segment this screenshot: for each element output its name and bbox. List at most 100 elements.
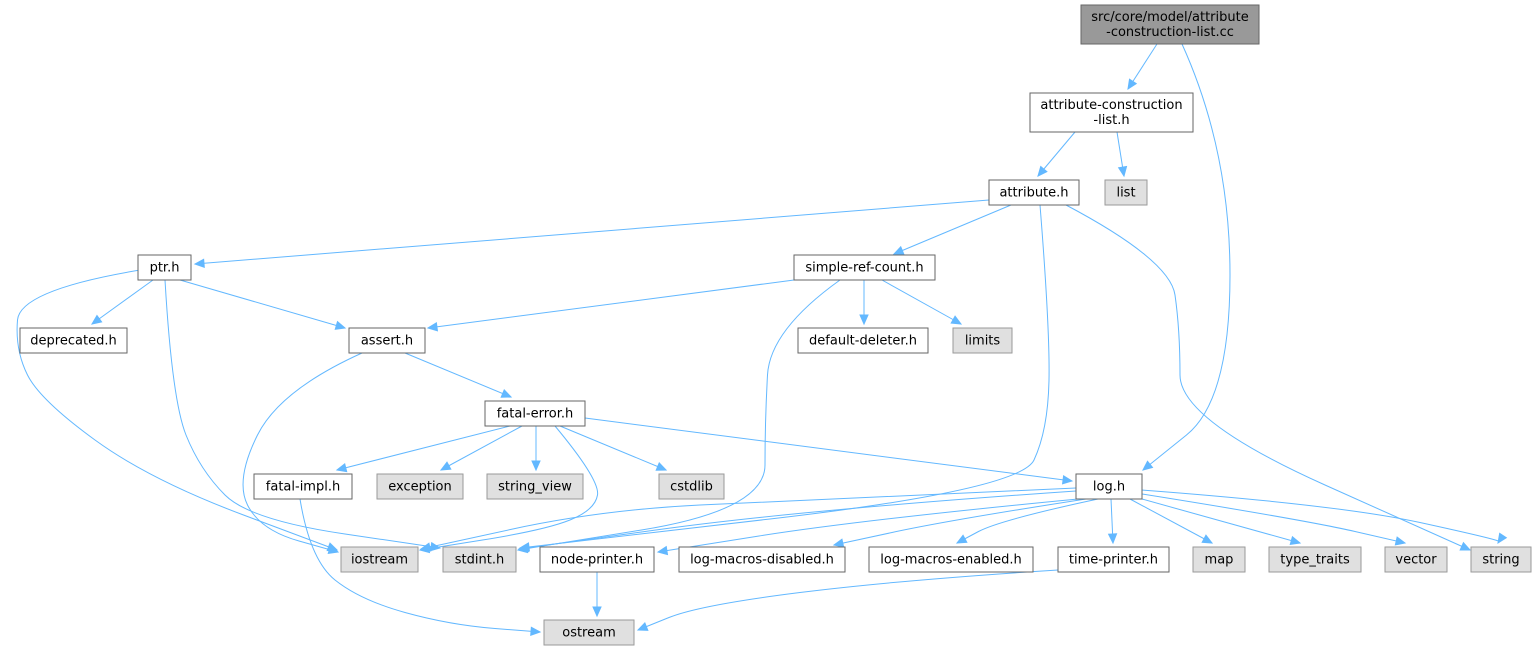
node-simple-ref-count-h[interactable]: simple-ref-count.h bbox=[793, 254, 936, 281]
node-log-macros-enabled-h[interactable]: log-macros-enabled.h bbox=[868, 546, 1034, 573]
arrow-head-icon bbox=[859, 314, 869, 326]
arrow-head-icon bbox=[1061, 475, 1074, 485]
node-box bbox=[484, 400, 586, 427]
node-box bbox=[1192, 546, 1246, 573]
node-box bbox=[1075, 473, 1143, 500]
arrow-head-icon bbox=[335, 463, 348, 473]
node-box bbox=[952, 327, 1013, 354]
arrow-head-icon bbox=[530, 626, 542, 637]
arrow-head-icon bbox=[1497, 532, 1508, 545]
edge-line bbox=[420, 487, 1077, 550]
edge-ptr_h-to-assert_h bbox=[179, 279, 347, 330]
edge-log_h-to-map bbox=[1129, 498, 1214, 544]
node-label: exception bbox=[388, 480, 452, 495]
edge-line bbox=[91, 279, 154, 325]
node-box bbox=[1029, 92, 1194, 133]
edge-fatal_error_h-to-exception bbox=[439, 425, 523, 471]
arrow-head-icon bbox=[592, 606, 602, 618]
arrow-head-icon bbox=[419, 542, 432, 552]
node-ostream: ostream bbox=[543, 619, 635, 646]
node-label: simple-ref-count.h bbox=[805, 261, 923, 276]
arrow-head-icon bbox=[832, 538, 845, 548]
arrow-head-icon bbox=[656, 545, 669, 556]
node-deprecated-h[interactable]: deprecated.h bbox=[19, 327, 128, 354]
node-label: attribute-construction bbox=[1040, 98, 1182, 113]
edge-fatal_error_h-to-string_view bbox=[531, 426, 541, 472]
edge-line bbox=[1129, 498, 1213, 544]
node-list: list bbox=[1104, 179, 1148, 206]
edge-fatal_error_h-to-log_h bbox=[584, 417, 1074, 485]
node-fatal-impl-h[interactable]: fatal-impl.h bbox=[253, 473, 353, 500]
node-log-h[interactable]: log.h bbox=[1075, 473, 1143, 500]
node-box bbox=[1057, 546, 1170, 573]
nodes-layer: src/core/model/attribute-construction-li… bbox=[19, 4, 1532, 646]
edge-log_h-to-iostream bbox=[419, 487, 1077, 552]
node-box bbox=[543, 619, 635, 646]
node-label: stdint.h bbox=[455, 553, 504, 568]
node-attribute-h[interactable]: attribute.h bbox=[988, 179, 1080, 206]
node-label: assert.h bbox=[361, 334, 413, 349]
node-acl-h[interactable]: attribute-construction-list.h bbox=[1029, 92, 1194, 133]
arrow-head-icon bbox=[1142, 460, 1154, 471]
node-box bbox=[797, 327, 929, 354]
edge-ptr_h-to-deprecated_h bbox=[91, 279, 154, 325]
arrow-head-icon bbox=[1037, 165, 1048, 177]
edge-line bbox=[956, 498, 1099, 544]
node-label: fatal-impl.h bbox=[266, 480, 340, 495]
node-label: attribute.h bbox=[999, 186, 1068, 201]
edge-log_h-to-log_macros_disabled_h bbox=[832, 498, 1087, 548]
edge-log_h-to-node_printer_h bbox=[656, 498, 1079, 556]
node-label: node-printer.h bbox=[551, 553, 643, 568]
node-label: map bbox=[1205, 553, 1234, 568]
node-label: log-macros-enabled.h bbox=[880, 553, 1021, 568]
node-label: ptr.h bbox=[150, 261, 180, 276]
node-label: time-printer.h bbox=[1069, 553, 1158, 568]
node-label: log.h bbox=[1093, 480, 1125, 495]
edge-line bbox=[1141, 493, 1406, 544]
node-map: map bbox=[1192, 546, 1246, 573]
node-label: type_traits bbox=[1280, 553, 1350, 568]
node-label: ostream bbox=[562, 626, 616, 641]
node-node-printer-h[interactable]: node-printer.h bbox=[539, 546, 655, 573]
node-string-view: string_view bbox=[486, 473, 584, 500]
node-box bbox=[348, 327, 426, 354]
node-default-deleter-h[interactable]: default-deleter.h bbox=[797, 327, 929, 354]
edge-log_h-to-vector bbox=[1141, 493, 1407, 546]
node-iostream: iostream bbox=[340, 546, 419, 573]
node-box bbox=[793, 254, 936, 281]
edge-simple_ref_count_h-to-default_deleter_h bbox=[859, 280, 869, 326]
edge-attribute_h-to-string bbox=[1065, 204, 1472, 551]
node-box bbox=[340, 546, 419, 573]
edge-line bbox=[404, 352, 512, 398]
edge-line bbox=[299, 498, 541, 633]
node-fatal-error-h[interactable]: fatal-error.h bbox=[484, 400, 586, 427]
node-assert-h[interactable]: assert.h bbox=[348, 327, 426, 354]
arrow-head-icon bbox=[91, 314, 103, 325]
node-label: -construction-list.cc bbox=[1106, 25, 1234, 40]
edge-line bbox=[194, 199, 990, 265]
arrow-head-icon bbox=[327, 544, 340, 555]
node-log-macros-disabled-h[interactable]: log-macros-disabled.h bbox=[678, 546, 846, 573]
node-ptr-h[interactable]: ptr.h bbox=[137, 254, 192, 281]
node-exception: exception bbox=[376, 473, 464, 500]
edge-line bbox=[164, 279, 441, 549]
arrow-head-icon bbox=[1201, 534, 1214, 544]
edge-log_h-to-stdint_h bbox=[517, 490, 1077, 553]
arrow-head-icon bbox=[500, 388, 513, 398]
edge-line bbox=[517, 279, 841, 551]
edge-line bbox=[657, 498, 1079, 553]
edge-line bbox=[242, 352, 363, 553]
node-box bbox=[1470, 546, 1532, 573]
node-label: default-deleter.h bbox=[809, 334, 917, 349]
edge-line bbox=[584, 417, 1073, 482]
node-label: list bbox=[1116, 186, 1135, 201]
edge-line bbox=[427, 279, 795, 329]
node-label: src/core/model/attribute bbox=[1091, 10, 1248, 25]
edge-line bbox=[16, 269, 338, 551]
edge-simple_ref_count_h-to-limits bbox=[881, 279, 963, 325]
node-time-printer-h[interactable]: time-printer.h bbox=[1057, 546, 1170, 573]
node-stdint-h: stdint.h bbox=[442, 546, 517, 573]
edge-acl_h-to-list bbox=[1116, 131, 1128, 178]
node-label: deprecated.h bbox=[30, 334, 116, 349]
